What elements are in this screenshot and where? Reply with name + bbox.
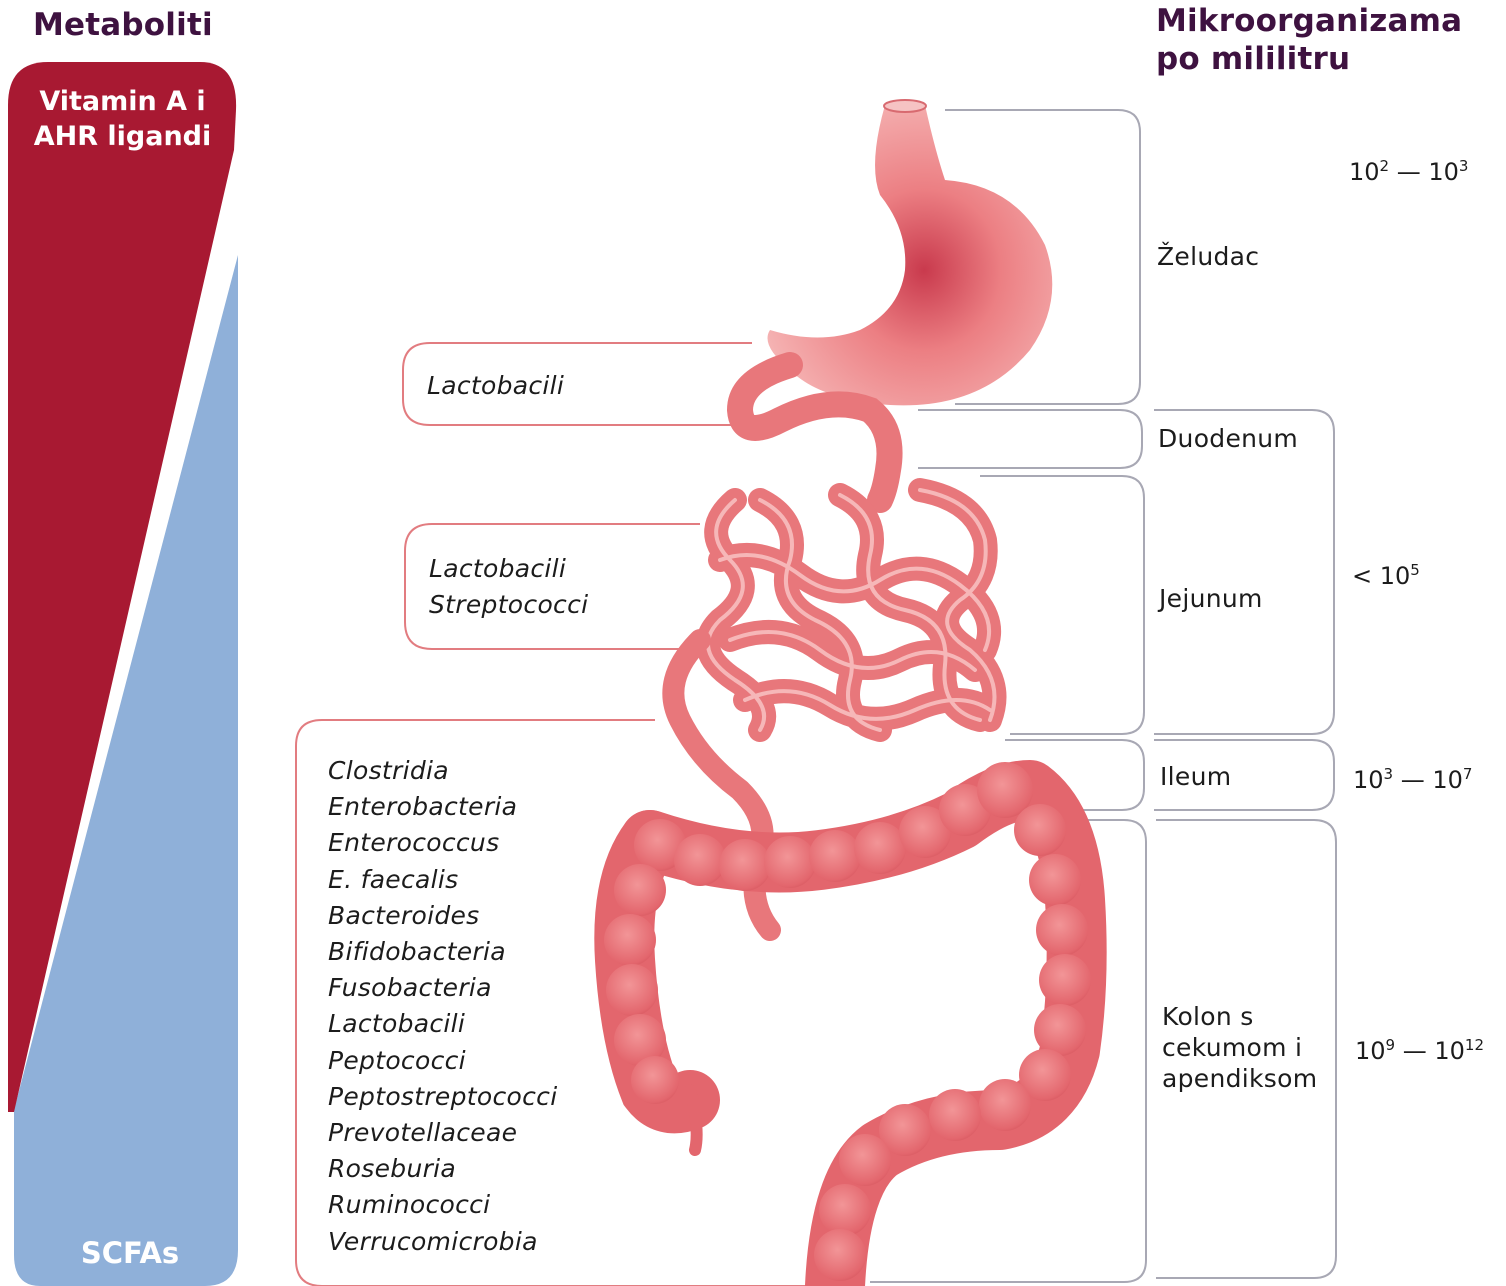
count-stomach: 102 — 103 [1349, 158, 1468, 186]
metabolite-scfas: SCFAs [50, 1236, 210, 1270]
bacteria-item: Prevotellaceae [328, 1115, 557, 1151]
bracket-colon [870, 820, 1146, 1282]
bacteria-item: Enterobacteria [328, 789, 557, 825]
bacteria-item: Peptococci [328, 1043, 557, 1079]
bacteria-colon-list: Clostridia Enterobacteria Enterococcus E… [328, 753, 557, 1260]
bacteria-item: Lactobacili [328, 1006, 557, 1042]
segment-stomach: Želudac [1157, 241, 1259, 272]
bacteria-item: Enterococcus [328, 825, 557, 861]
segment-duodenum: Duodenum [1158, 423, 1298, 454]
count-colon: 109 — 1012 [1355, 1037, 1484, 1065]
bacteria-item: Verrucomicrobia [328, 1224, 557, 1260]
bacteria-item: Roseburia [328, 1151, 557, 1187]
count-small-intestine: < 105 [1352, 562, 1420, 590]
bacteria-item: Streptococci [429, 587, 588, 623]
bracket-duodenum [918, 410, 1142, 468]
bacteria-item: Lactobacili [429, 551, 588, 587]
bacteria-item: Ruminococci [328, 1187, 557, 1223]
segment-jejunum: Jejunum [1159, 583, 1263, 614]
bacteria-item: Lactobacili [427, 368, 564, 404]
bacteria-item: Bacteroides [328, 898, 557, 934]
segment-colon-line3: apendiksom [1162, 1063, 1317, 1094]
metabolite-top-line1: Vitamin A i [20, 84, 225, 119]
segment-colon-line2: cekumom i [1162, 1032, 1317, 1063]
segment-colon: Kolon s cekumom i apendiksom [1162, 1001, 1317, 1094]
bacteria-stomach-list: Lactobacili [427, 368, 564, 404]
bacteria-item: E. faecalis [328, 862, 557, 898]
segment-colon-line1: Kolon s [1162, 1001, 1317, 1032]
metabolites-header: Metaboliti [33, 6, 213, 44]
bracket-small-intestine [1154, 410, 1334, 734]
bacteria-item: Clostridia [328, 753, 557, 789]
bacteria-item: Bifidobacteria [328, 934, 557, 970]
microbes-header-line1: Mikroorganizama [1156, 2, 1462, 40]
count-ileum: 103 — 107 [1353, 766, 1472, 794]
metabolite-top-line2: AHR ligandi [20, 119, 225, 154]
metabolite-vitamin-a: Vitamin A i AHR ligandi [20, 84, 225, 154]
bacteria-item: Peptostreptococci [328, 1079, 557, 1115]
bacteria-item: Fusobacteria [328, 970, 557, 1006]
colon-illustration [604, 762, 1091, 1286]
segment-ileum: Ileum [1160, 761, 1231, 792]
microbes-header-line2: po mililitru [1156, 40, 1350, 78]
stomach-illustration [740, 100, 1052, 500]
bacteria-jejunum-list: Lactobacili Streptococci [429, 551, 588, 623]
